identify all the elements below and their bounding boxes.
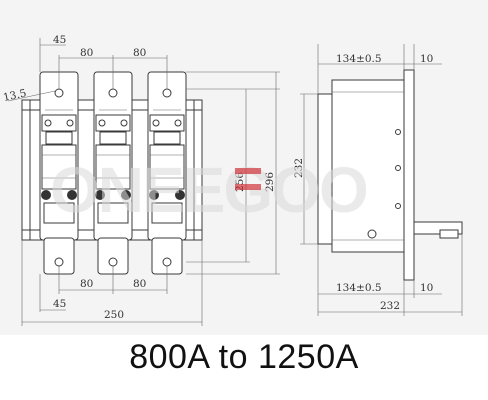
dim-side-bottom-10: 10: [420, 282, 433, 294]
dim-hole-13-5: 13.5: [2, 87, 27, 104]
dim-side-top-10: 10: [420, 53, 433, 65]
front-top-dimensions: 45 80 80 13.5: [2, 34, 168, 104]
side-dimensions: 134±0.5 10 232 134±0.5 10 232: [293, 44, 463, 316]
pole-3: [147, 71, 187, 275]
side-mount-plate: [403, 69, 415, 281]
dim-side-bottom-134: 134±0.5: [336, 282, 382, 294]
dim-side-width-232: 232: [380, 300, 400, 312]
watermark-text: ONEEGOO: [50, 154, 367, 226]
dim-bottom-45: 45: [53, 298, 66, 310]
side-view: 134±0.5 10 232 134±0.5 10 232: [293, 44, 463, 316]
dim-side-top-134: 134±0.5: [336, 53, 382, 65]
dim-side-height-232: 232: [293, 158, 305, 178]
dim-width-250: 250: [104, 309, 124, 321]
rating-caption: 800A to 1250A: [129, 338, 359, 376]
dim-bottom-80-b: 80: [133, 278, 146, 290]
dim-height-296: 296: [264, 172, 276, 192]
dim-top-45: 45: [53, 34, 66, 46]
side-body: [331, 79, 405, 253]
dim-top-80-b: 80: [133, 47, 146, 59]
dim-top-80-a: 80: [80, 47, 93, 59]
dim-bottom-80-a: 80: [80, 278, 93, 290]
front-view: 45 80 80 13.5 256 296: [2, 34, 280, 326]
front-bottom-dimensions: 80 80 45 250: [21, 240, 203, 326]
drawing-canvas: 45 80 80 13.5 256 296: [2, 34, 463, 326]
pole-2: [93, 71, 133, 275]
technical-drawing: 45 80 80 13.5 256 296: [0, 0, 488, 335]
watermark: ONEEGOO: [50, 154, 369, 226]
